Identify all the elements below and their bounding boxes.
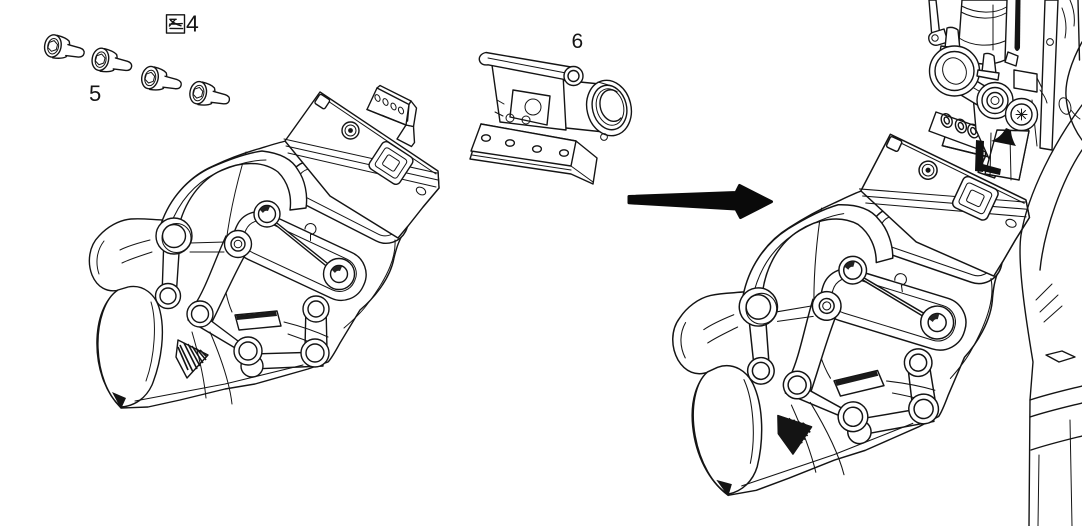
svg-text:4: 4 [186, 11, 199, 37]
svg-text:5: 5 [89, 81, 101, 106]
svg-text:6: 6 [572, 30, 584, 53]
